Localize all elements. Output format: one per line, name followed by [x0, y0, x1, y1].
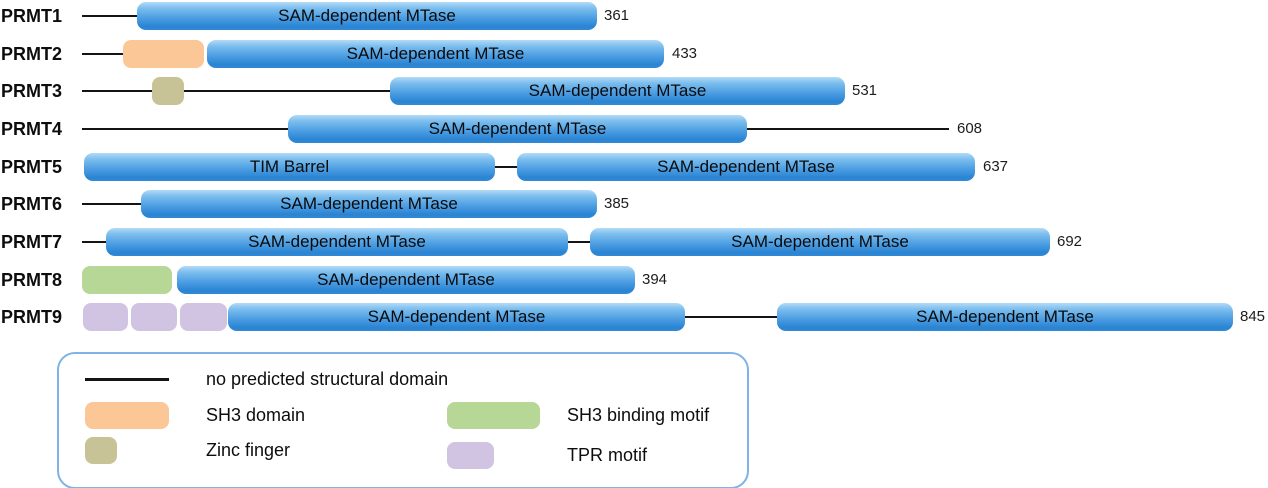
protein-label-prmt4: PRMT4: [1, 118, 63, 139]
legend-label: SH3 domain: [206, 405, 306, 425]
residue-count: 361: [604, 7, 630, 24]
residue-count: 692: [1057, 232, 1083, 250]
protein-label-prmt5: PRMT5: [1, 156, 63, 177]
protein-label-prmt3: PRMT3: [1, 81, 63, 102]
sam-dependent-mtase-domain: SAM-dependent MTase: [390, 77, 845, 106]
sh3-domain: [123, 39, 204, 68]
legend-swatch-linker-line: [85, 378, 169, 381]
linker-line: [685, 316, 777, 319]
residue-count: 433: [672, 44, 698, 62]
protein-label-prmt1: PRMT1: [1, 6, 63, 26]
sam-dependent-mtase-domain: SAM-dependent MTase: [288, 114, 747, 143]
sam-dependent-mtase-domain: SAM-dependent MTase: [207, 39, 664, 68]
tpr-motif-domain: [83, 303, 128, 332]
protein-label-prmt6: PRMT6: [1, 194, 63, 215]
sam-dependent-mtase-domain: SAM-dependent MTase: [228, 303, 685, 332]
protein-label-prmt8: PRMT8: [1, 269, 63, 290]
legend-label: TPR motif: [567, 445, 648, 465]
legend-swatch-tpr-motif-domain: [447, 442, 494, 469]
sam-dependent-mtase-domain: SAM-dependent MTase: [177, 265, 635, 294]
sh3-binding-motif-domain: [82, 265, 172, 294]
legend-swatch-sh3-domain: [85, 402, 169, 429]
protein-label-prmt9: PRMT9: [1, 307, 63, 328]
sam-dependent-mtase-domain: SAM-dependent MTase: [777, 303, 1233, 332]
residue-count: 637: [983, 157, 1009, 175]
linker-line: [82, 203, 142, 206]
protein-label-prmt7: PRMT7: [1, 231, 63, 252]
sam-dependent-mtase-domain: SAM-dependent MTase: [141, 190, 597, 219]
legend-label: SH3 binding motif: [567, 405, 710, 425]
sam-dependent-mtase-domain: SAM-dependent MTase: [106, 227, 568, 256]
linker-line: [82, 90, 390, 93]
residue-count: 385: [604, 195, 630, 213]
tpr-motif-domain: [180, 303, 227, 332]
linker-line: [82, 15, 138, 17]
legend-label: no predicted structural domain: [206, 369, 449, 389]
residue-count: 608: [957, 119, 983, 137]
sam-dependent-mtase-domain: TIM Barrel: [84, 152, 495, 181]
residue-count: 845: [1240, 308, 1266, 326]
tpr-motif-domain: [131, 303, 177, 332]
residue-count: 531: [852, 82, 878, 100]
sam-dependent-mtase-domain: SAM-dependent MTase: [517, 152, 975, 181]
legend-swatch-sh3-binding-motif-domain: [447, 402, 540, 429]
linker-line: [82, 52, 124, 55]
residue-count: 394: [642, 270, 668, 288]
sam-dependent-mtase-domain: SAM-dependent MTase: [137, 2, 597, 30]
protein-label-prmt2: PRMT2: [1, 43, 63, 64]
sam-dependent-mtase-domain: SAM-dependent MTase: [590, 227, 1050, 256]
zinc-finger-domain: [152, 77, 184, 106]
legend-label: Zinc finger: [206, 440, 291, 460]
legend-swatch-zinc-finger-domain: [85, 437, 117, 464]
